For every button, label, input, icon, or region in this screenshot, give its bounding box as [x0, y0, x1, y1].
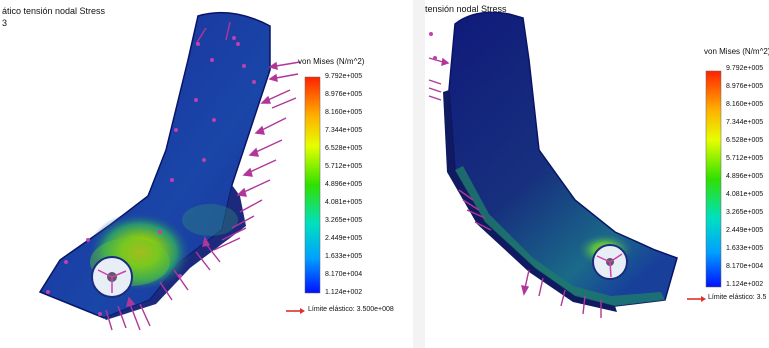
legend-tick: 8.170e+004 — [325, 271, 363, 278]
legend-tick: 4.896e+005 — [726, 173, 764, 180]
legend-tick: 4.081e+005 — [726, 191, 764, 198]
force-arrows — [46, 21, 301, 331]
legend-tick: 1.124e+002 — [325, 289, 363, 296]
limit-arrow-icon — [687, 296, 706, 302]
plot-subtitle: 3 — [2, 18, 8, 28]
legend-tick: 3.265e+005 — [726, 209, 764, 216]
legend-tick: 7.344e+005 — [726, 119, 764, 126]
legend-tick: 9.792e+005 — [726, 65, 764, 72]
color-scale-bar — [304, 76, 321, 294]
legend-tick: 7.344e+005 — [325, 127, 363, 134]
legend-tick: 8.170e+004 — [726, 263, 764, 270]
plot-title: tensión nodal Stress — [425, 4, 507, 14]
legend-tick: 8.976e+005 — [325, 91, 363, 98]
force-arrows — [428, 32, 602, 318]
yield-limit-label: Límite elástico: 3.5 — [708, 294, 767, 301]
legend-tick: 1.124e+002 — [726, 281, 764, 288]
legend-title: von Mises (N/m^2) — [298, 57, 365, 66]
legend-tick: 1.633e+005 — [325, 253, 363, 260]
left-plot-panel: ático tensión nodal Stress 3 — [0, 0, 413, 348]
legend-tick: 1.633e+005 — [726, 245, 764, 252]
panel-divider — [413, 0, 425, 348]
legend-tick: 2.449e+005 — [325, 235, 363, 242]
legend-tick: 5.712e+005 — [726, 155, 764, 162]
fixture-arrow-icon — [46, 36, 256, 316]
legend-tick: 4.896e+005 — [325, 181, 363, 188]
legend-tick: 8.976e+005 — [726, 83, 764, 90]
legend-tick: 8.160e+005 — [726, 101, 764, 108]
legend-tick: 3.265e+005 — [325, 217, 363, 224]
legend-tick: 9.792e+005 — [325, 73, 363, 80]
limit-arrow-icon — [286, 308, 305, 314]
legend-tick: 6.528e+005 — [325, 145, 363, 152]
legend-tick: 8.160e+005 — [325, 109, 363, 116]
legend-tick: 2.449e+005 — [726, 227, 764, 234]
legend-title: von Mises (N/m^2) — [704, 47, 769, 56]
bracket-part — [38, 11, 271, 320]
right-plot-panel: tensión nodal Stress — [425, 0, 769, 348]
color-scale-bar — [705, 70, 722, 288]
plot-title: ático tensión nodal Stress — [2, 6, 106, 16]
stress-plot-right[interactable] — [425, 0, 769, 348]
force-arrow-icon — [105, 21, 301, 331]
legend-tick: 4.081e+005 — [325, 199, 363, 206]
fixture-arrow-icon — [429, 32, 437, 60]
yield-limit-label: Límite elástico: 3.500e+008 — [308, 306, 394, 313]
legend-tick: 6.528e+005 — [726, 137, 764, 144]
bracket-part — [443, 11, 678, 312]
force-arrow-icon — [428, 57, 602, 318]
legend-tick: 5.712e+005 — [325, 163, 363, 170]
stress-plot-left[interactable] — [0, 0, 413, 348]
